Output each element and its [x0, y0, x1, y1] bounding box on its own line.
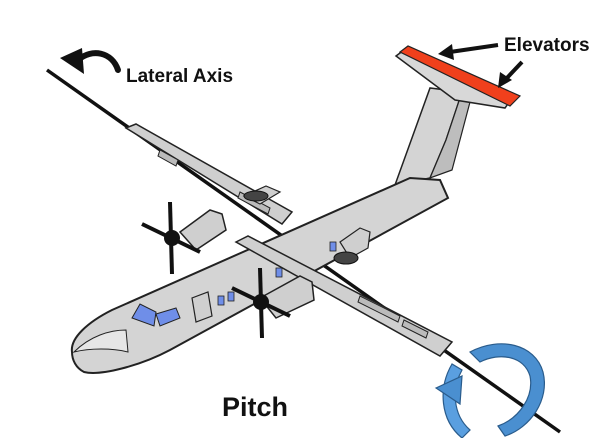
elevator-pointer-arrows	[438, 43, 524, 88]
near-wing	[234, 235, 454, 357]
lateral-axis-label: Lateral Axis	[126, 66, 234, 87]
elevators-label: Elevators	[504, 35, 590, 56]
curved-arrow-icon	[60, 48, 121, 74]
cabin-windows	[217, 241, 337, 306]
near-propeller	[231, 267, 291, 339]
elevator-surface	[398, 45, 522, 107]
diagram-title: Pitch	[222, 392, 289, 422]
cockpit-windows	[131, 303, 181, 327]
curved-rotation-arrow-icon	[434, 343, 545, 438]
far-propeller	[141, 201, 201, 275]
